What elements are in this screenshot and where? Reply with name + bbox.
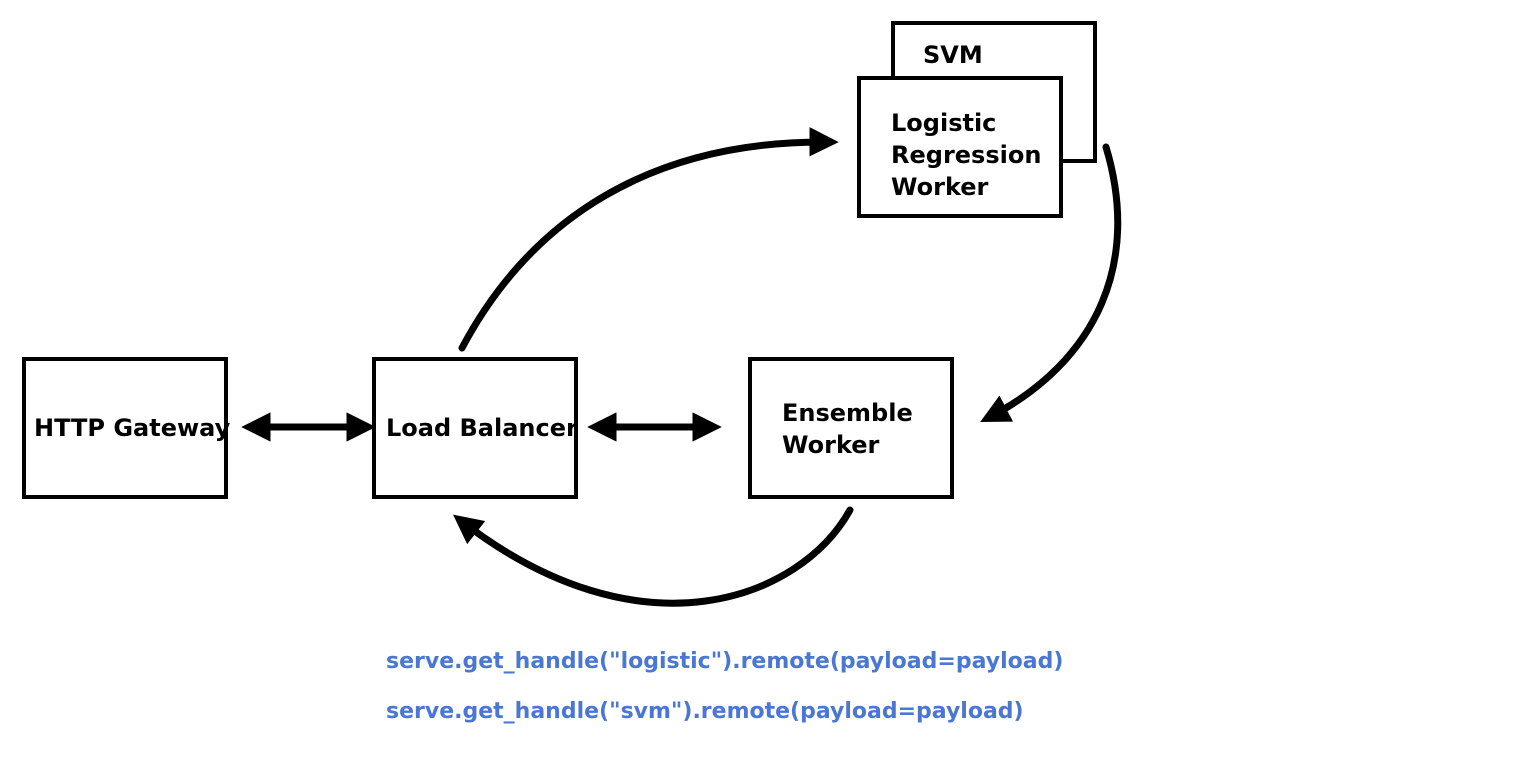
ensemble-worker-label: Ensemble Worker — [782, 399, 913, 459]
load-balancer-box: Load Balancer — [372, 357, 578, 499]
load-balancer-label: Load Balancer — [386, 414, 578, 442]
arrow-logistic-to-ensemble — [980, 143, 1122, 423]
http-gateway-label: HTTP Gateway — [34, 414, 231, 442]
code-snippet: serve.get_handle("logistic").remote(payl… — [386, 646, 1063, 746]
arrow-ensemble-to-loadbalancer — [453, 506, 854, 607]
http-gateway-box: HTTP Gateway — [22, 357, 231, 499]
logistic-regression-worker-label: Logistic Regression Worker — [891, 109, 1042, 201]
code-line-logistic: serve.get_handle("logistic").remote(payl… — [386, 649, 1064, 674]
arrow-loadbalancer-to-logistic — [458, 127, 839, 352]
logistic-regression-worker-box: Logistic Regression Worker — [857, 76, 1063, 218]
svm-label: SVM — [923, 41, 983, 69]
ensemble-worker-box: Ensemble Worker — [748, 357, 954, 499]
code-line-svm: serve.get_handle("svm").remote(payload=p… — [386, 699, 1024, 724]
